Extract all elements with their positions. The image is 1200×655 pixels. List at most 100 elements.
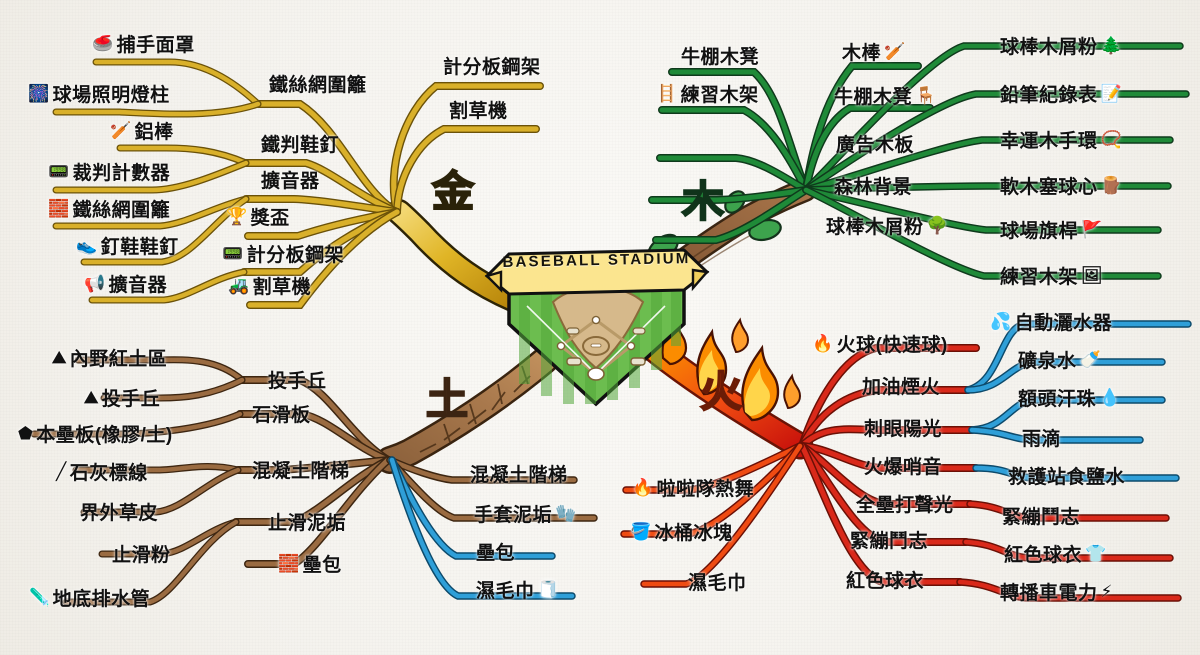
node-earth-outer-0[interactable]: ⛰ 內野紅土區 [52, 344, 167, 371]
earth-outer-6-label: 地底排水管 [52, 589, 151, 610]
node-earth-right-0[interactable]: 混凝土階梯 [470, 460, 568, 487]
metal-outer-3-label: 裁判計數器 [72, 163, 171, 184]
node-metal-inner-5[interactable]: 🏆 獎盃 [226, 203, 290, 230]
node-metal-inner-2[interactable]: 割草機 [446, 96, 508, 123]
node-wood-inner-1[interactable]: 🪜 練習木架 [656, 80, 759, 107]
node-wood-inner-4[interactable]: 廣告木板 [836, 130, 914, 157]
node-metal-inner-3[interactable]: 鐵判鞋釘 [258, 130, 339, 157]
node-fire-left-2[interactable]: 濕毛巾 [688, 568, 747, 595]
node-wood-outer-3[interactable]: 軟木塞球心 🪵 [1000, 172, 1122, 199]
node-fire-outer-2[interactable]: 轉播車電力 ⚡ [1000, 578, 1113, 605]
wood-outer-1-icon: 📝 [1100, 84, 1123, 103]
water-outer-2-icon: 💧 [1099, 388, 1121, 407]
fire-inner-6-label: 紅色球衣 [846, 571, 925, 592]
node-water-outer-4[interactable]: 救護站食鹽水 [1008, 462, 1125, 489]
node-metal-outer-6[interactable]: 📢 擴音器 [84, 270, 167, 297]
node-fire-inner-2[interactable]: 刺眼陽光 [864, 414, 942, 441]
node-earth-inner-2[interactable]: 混凝土階梯 [252, 456, 350, 483]
fire-outer-1-label: 紅色球衣 [1004, 545, 1083, 566]
node-wood-outer-0[interactable]: 球棒木屑粉 🌲 [1000, 32, 1122, 59]
node-earth-inner-0[interactable]: 投手丘 [268, 366, 327, 393]
metal-inner-2-label: 割草機 [449, 101, 508, 122]
node-fire-outer-0[interactable]: 緊繃鬥志 [1002, 502, 1080, 529]
fire-left-1-label: 冰桶冰塊 [654, 523, 733, 544]
metal-outer-6-icon: 📢 [84, 274, 106, 293]
node-earth-outer-4[interactable]: 界外草皮 [80, 498, 158, 525]
metal-outer-5-icon: 👟 [76, 236, 98, 255]
node-metal-inner-0[interactable]: 鐵絲網圍籬 [266, 70, 367, 97]
fire-inner-3-label: 火爆哨音 [864, 457, 943, 478]
metal-inner-1-label: 計分板鋼架 [443, 57, 541, 78]
fire-inner-5-label: 緊繃鬥志 [850, 531, 929, 552]
node-fire-outer-1[interactable]: 紅色球衣 👕 [1004, 540, 1107, 567]
node-water-outer-0[interactable]: 💦 自動灑水器 [990, 308, 1112, 335]
earth-outer-branches [30, 356, 246, 606]
node-fire-inner-6[interactable]: 紅色球衣 [846, 566, 924, 593]
fire-inner-4-label: 全壘打聲光 [856, 495, 954, 516]
node-earth-outer-5[interactable]: 止滑粉 [112, 540, 171, 567]
element-label-metal: 金 [431, 167, 475, 216]
earth-right-3-label: 濕毛巾 [476, 581, 535, 602]
node-fire-left-1[interactable]: 🪣 冰桶冰塊 [630, 518, 733, 545]
node-earth-outer-2[interactable]: ⬟ 本壘板(橡膠/土) [18, 420, 173, 447]
node-earth-inner-1[interactable]: 石滑板 [252, 400, 311, 427]
node-wood-outer-2[interactable]: 幸運木手環 📿 [1000, 126, 1122, 153]
node-earth-inner-4[interactable]: 🧱 壘包 [278, 550, 342, 577]
node-metal-inner-1[interactable]: 計分板鋼架 [440, 52, 541, 79]
node-fire-inner-1[interactable]: 加油煙火 [862, 372, 940, 399]
water-outer-2-label: 額頭汗珠 [1018, 389, 1097, 410]
center-node-baseball-stadium[interactable]: BASEBALL STADIUM [479, 228, 714, 408]
wood-inner-1-label: 練習木架 [680, 85, 759, 106]
earth-inner-3-label: 止滑泥垢 [268, 513, 347, 534]
fire-left-0-icon: 🔥 [632, 478, 654, 497]
node-metal-outer-0[interactable]: 🥌 捕手面罩 [92, 30, 195, 57]
node-earth-outer-3[interactable]: ╱ 石灰標線 [56, 458, 148, 485]
metal-inner-6-label: 計分板鋼架 [246, 245, 345, 266]
node-metal-outer-5[interactable]: 👟 釘鞋鞋釘 [76, 232, 179, 259]
node-metal-inner-6[interactable]: 📟 計分板鋼架 [222, 240, 344, 267]
node-metal-outer-2[interactable]: 🏏 鋁棒 [110, 117, 174, 144]
water-branches [964, 320, 1192, 482]
earth-right-2-label: 壘包 [476, 543, 516, 564]
node-metal-outer-1[interactable]: 🎆 球場照明燈柱 [28, 80, 170, 107]
node-wood-outer-5[interactable]: 練習木架 🖼 [1000, 262, 1103, 289]
node-metal-outer-3[interactable]: 📟 裁判計數器 [48, 158, 170, 185]
node-wood-inner-6[interactable]: 球棒木屑粉 🌳 [826, 212, 948, 239]
node-fire-inner-4[interactable]: 全壘打聲光 [856, 490, 954, 517]
node-earth-inner-3[interactable]: 止滑泥垢 [268, 508, 346, 535]
node-fire-inner-5[interactable]: 緊繃鬥志 [850, 526, 928, 553]
node-earth-right-2[interactable]: 壘包 [476, 538, 515, 565]
wood-outer-4-icon: 🚩 [1081, 220, 1103, 239]
node-wood-inner-5[interactable]: 森林背景 [834, 172, 912, 199]
metal-outer-2-icon: 🏏 [110, 121, 132, 140]
node-metal-inner-7[interactable]: 🚜 割草機 [228, 272, 311, 299]
metal-inner-6-icon: 📟 [222, 244, 244, 263]
earth-outer-1-label: 投手丘 [101, 389, 161, 410]
node-wood-inner-0[interactable]: 牛棚木凳 [678, 42, 759, 69]
node-fire-inner-0[interactable]: 🔥 火球(快速球) [812, 330, 948, 357]
node-metal-inner-4[interactable]: 擴音器 [258, 166, 320, 193]
metal-inner-branches [240, 82, 544, 309]
node-water-outer-2[interactable]: 額頭汗珠 💧 [1018, 384, 1121, 411]
wood-inner-branches [648, 62, 934, 244]
node-earth-right-1[interactable]: 手套泥垢 🧤 [474, 500, 577, 527]
earth-right-1-label: 手套泥垢 [474, 505, 553, 526]
node-water-outer-1[interactable]: 礦泉水 🍼 [1018, 346, 1101, 373]
node-fire-left-0[interactable]: 🔥 啦啦隊熱舞 [632, 474, 754, 501]
node-wood-outer-1[interactable]: 鉛筆紀錄表 📝 [1000, 80, 1122, 107]
node-wood-outer-4[interactable]: 球場旗桿 🚩 [1000, 216, 1103, 243]
fire-left-2-label: 濕毛巾 [688, 573, 747, 594]
metal-outer-branches [52, 58, 262, 304]
node-metal-outer-4[interactable]: 🧱 鐵絲網圍籬 [48, 195, 170, 222]
node-fire-inner-3[interactable]: 火爆哨音 [864, 452, 942, 479]
earth-right-0-label: 混凝土階梯 [470, 465, 568, 486]
wood-outer-3-label: 軟木塞球心 [1000, 177, 1098, 198]
earth-outer-5-label: 止滑粉 [112, 545, 171, 566]
node-wood-inner-2[interactable]: 木棒 🏏 [842, 38, 906, 65]
water-outer-1-icon: 🍼 [1079, 350, 1102, 369]
node-earth-outer-1[interactable]: ⛰ 投手丘 [84, 384, 160, 411]
node-water-outer-3[interactable]: 雨滴 [1022, 424, 1061, 451]
node-earth-outer-6[interactable]: 🧪 地底排水管 [28, 584, 150, 611]
node-wood-inner-3[interactable]: 牛棚木凳 🪑 [834, 82, 937, 109]
node-earth-right-3[interactable]: 濕毛巾 🧻 [476, 576, 559, 603]
